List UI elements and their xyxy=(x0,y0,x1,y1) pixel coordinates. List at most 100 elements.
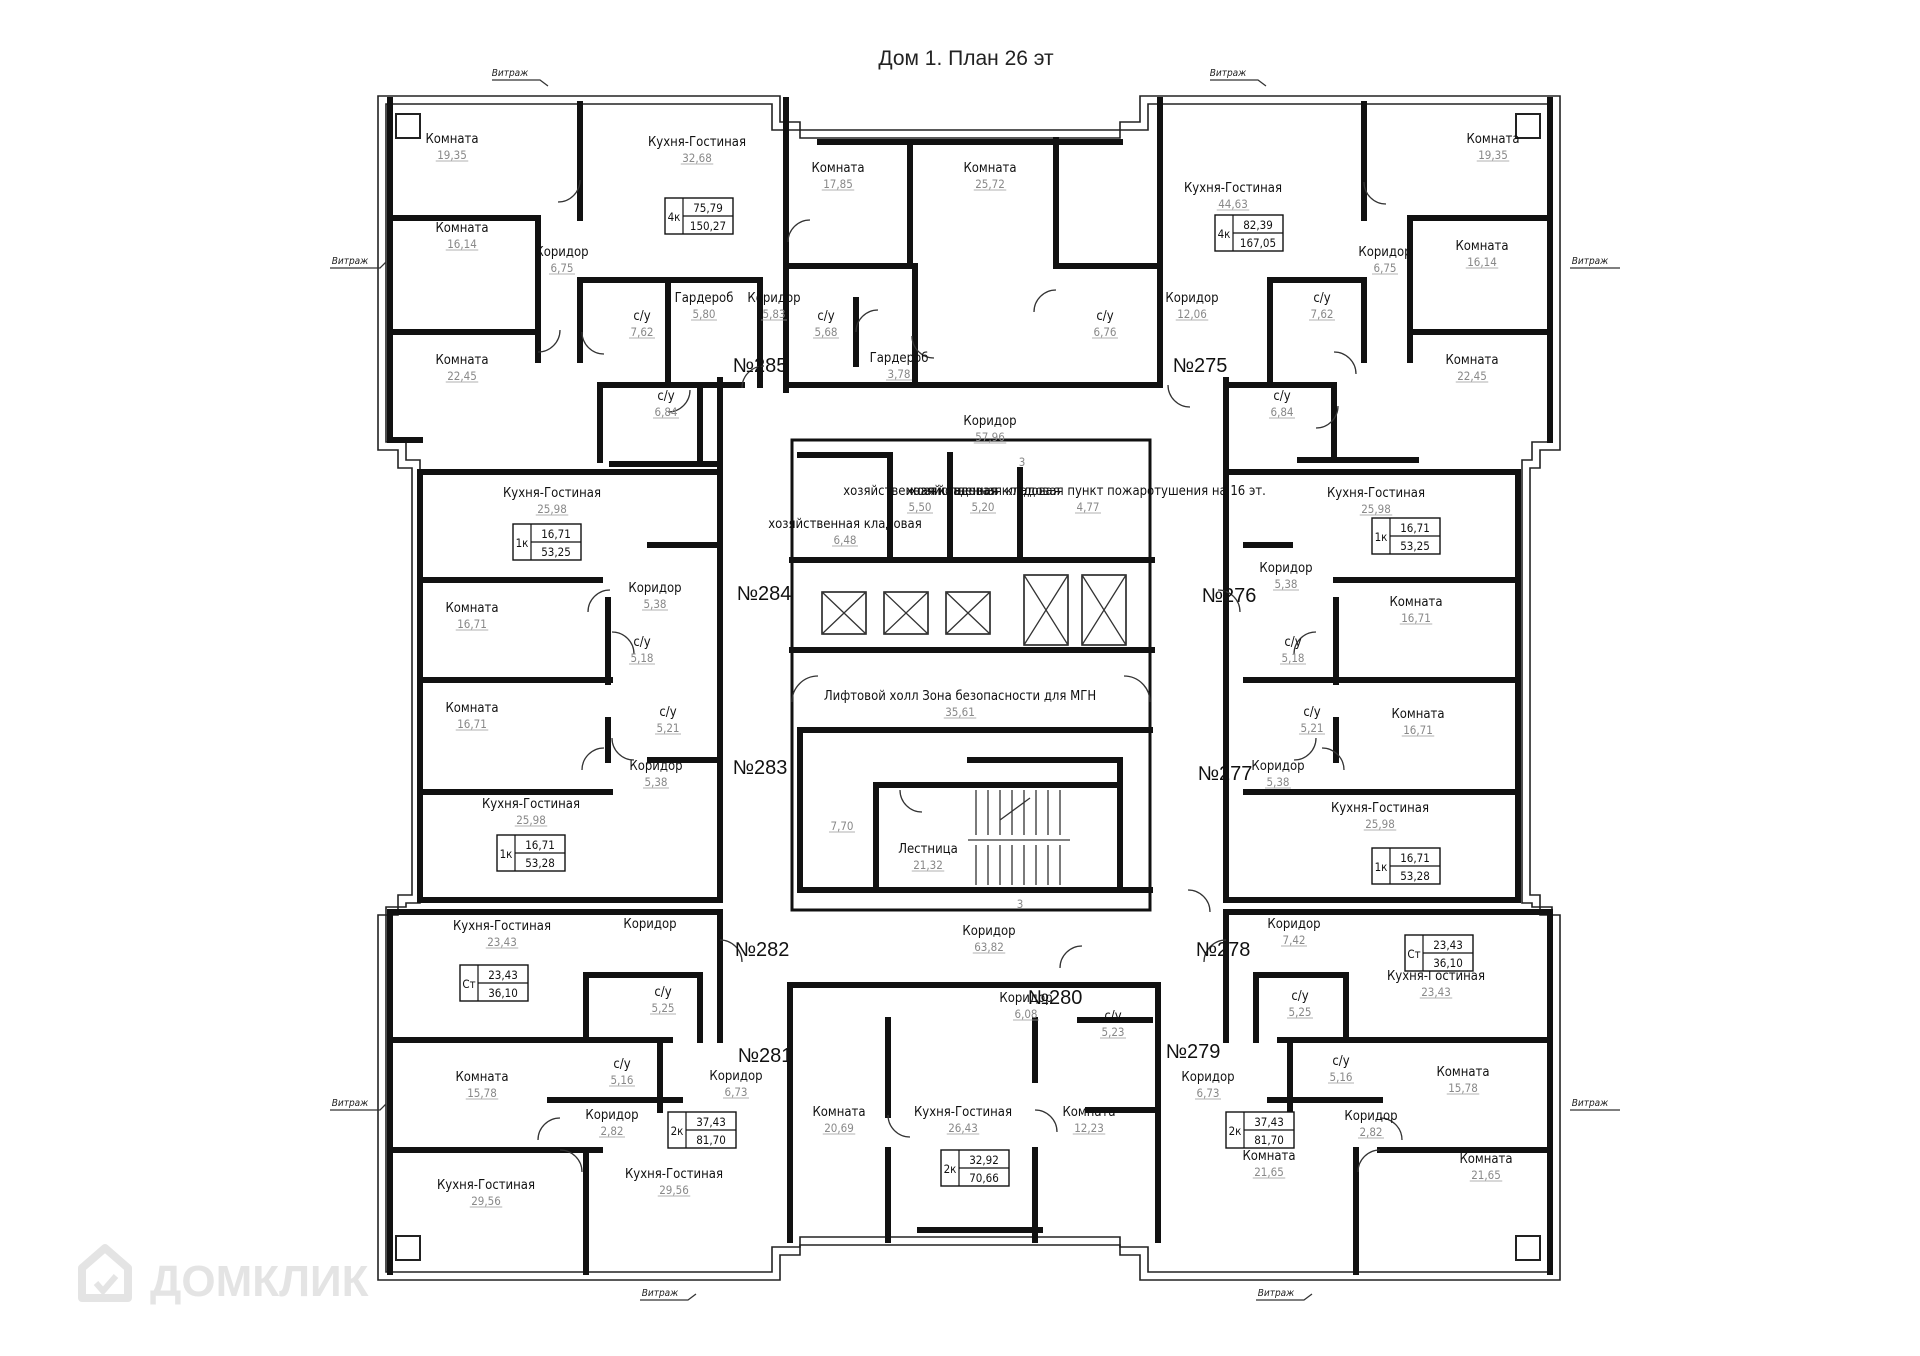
room-area: 25,98 xyxy=(516,813,546,827)
room-name: Кухня-Гостиная xyxy=(482,797,580,812)
dimension-mark: 3 xyxy=(1019,455,1026,469)
vitrazh-label: Витраж xyxy=(1572,256,1609,267)
room-area: 5,38 xyxy=(643,597,666,611)
room-name: Лифтовой холл Зона безопасности для МГН xyxy=(824,689,1096,704)
unit-type: 4к xyxy=(1218,227,1231,241)
room-name: с/у xyxy=(1273,389,1290,404)
room-label: с/у5,25 xyxy=(650,985,676,1015)
elevator-icon xyxy=(1081,574,1127,646)
room-name: Гардероб xyxy=(870,351,929,366)
room-name: с/у xyxy=(613,1057,630,1072)
room-name: Лестница xyxy=(898,842,958,857)
room-label: с/у5,25 xyxy=(1287,989,1313,1019)
room-name: хозяйственная кладовая xyxy=(906,484,1060,499)
room-label: с/у6,84 xyxy=(653,389,679,419)
room-name: Кухня-Гостиная xyxy=(1184,181,1282,196)
apartment-number: №280 xyxy=(1028,987,1083,1009)
room-area: 6,73 xyxy=(724,1085,747,1099)
room-area: 5,18 xyxy=(630,651,653,665)
room-area: 7,42 xyxy=(1282,933,1305,947)
room-name: Комната xyxy=(435,353,488,368)
room-label: с/у5,21 xyxy=(1299,705,1325,735)
room-area: 25,98 xyxy=(1365,817,1395,831)
room-label: с/у5,68 xyxy=(813,309,839,339)
apartment-number: №282 xyxy=(735,939,790,961)
room-area: 21,65 xyxy=(1471,1168,1501,1182)
room-area: 32,68 xyxy=(682,151,712,165)
room-area: 5,23 xyxy=(1101,1025,1124,1039)
room-name: Комната xyxy=(811,161,864,176)
room-label: с/у5,16 xyxy=(1328,1054,1354,1084)
room-name: Комната xyxy=(1391,707,1444,722)
unit-total-area: 150,27 xyxy=(690,219,726,233)
unit-total-area: 53,28 xyxy=(525,856,555,870)
room-area: 29,56 xyxy=(659,1183,689,1197)
room-area: 57,96 xyxy=(975,430,1005,444)
unit-total-area: 81,70 xyxy=(1254,1133,1284,1147)
room-area: 2,82 xyxy=(600,1124,623,1138)
room-area: 5,50 xyxy=(908,500,931,514)
unit-total-area: 53,28 xyxy=(1400,869,1430,883)
room-name: с/у xyxy=(633,309,650,324)
apartment-number: №277 xyxy=(1198,763,1253,785)
room-label: с/у5,18 xyxy=(1280,635,1306,665)
unit-living-area: 16,71 xyxy=(1400,851,1430,865)
room-name: Кухня-Гостиная xyxy=(648,135,746,150)
room-name: с/у xyxy=(657,389,674,404)
unit-type: 1к xyxy=(516,536,529,550)
unit-total-area: 167,05 xyxy=(1240,236,1276,250)
unit-type: 1к xyxy=(500,847,513,861)
room-area: 5,16 xyxy=(1329,1070,1352,1084)
room-area: 5,21 xyxy=(1300,721,1323,735)
watermark: ДОМКЛИК xyxy=(78,1244,369,1306)
room-name: хозяйственная кладовая xyxy=(843,484,997,499)
room-area: 35,61 xyxy=(945,705,975,719)
unit-total-area: 70,66 xyxy=(969,1171,999,1185)
room-area: 19,35 xyxy=(437,148,467,162)
room-area: 5,38 xyxy=(644,775,667,789)
room-area: 3,78 xyxy=(887,367,910,381)
apartment-number: №279 xyxy=(1166,1041,1221,1063)
vitrazh-label: Витраж xyxy=(332,256,369,267)
elevator-icon xyxy=(1023,574,1069,646)
room-area: 5,25 xyxy=(1288,1005,1311,1019)
room-name: Коридор xyxy=(1344,1109,1397,1124)
room-area: 4,77 xyxy=(1076,500,1099,514)
room-label: с/у5,16 xyxy=(609,1057,635,1087)
unit-living-area: 16,71 xyxy=(541,527,571,541)
room-area: 6,75 xyxy=(550,261,573,275)
column-nw xyxy=(395,113,421,139)
unit-living-area: 16,71 xyxy=(1400,521,1430,535)
unit-living-area: 32,92 xyxy=(969,1153,999,1167)
room-name: Кухня-Гостиная xyxy=(453,919,551,934)
unit-type: 4к xyxy=(668,210,681,224)
room-name: с/у xyxy=(1303,705,1320,720)
room-area: 6,75 xyxy=(1373,261,1396,275)
room-area: 25,98 xyxy=(1361,502,1391,516)
room-area: 20,69 xyxy=(824,1121,854,1135)
apartment-number: №283 xyxy=(733,757,788,779)
elevator-shafts xyxy=(821,574,1127,646)
